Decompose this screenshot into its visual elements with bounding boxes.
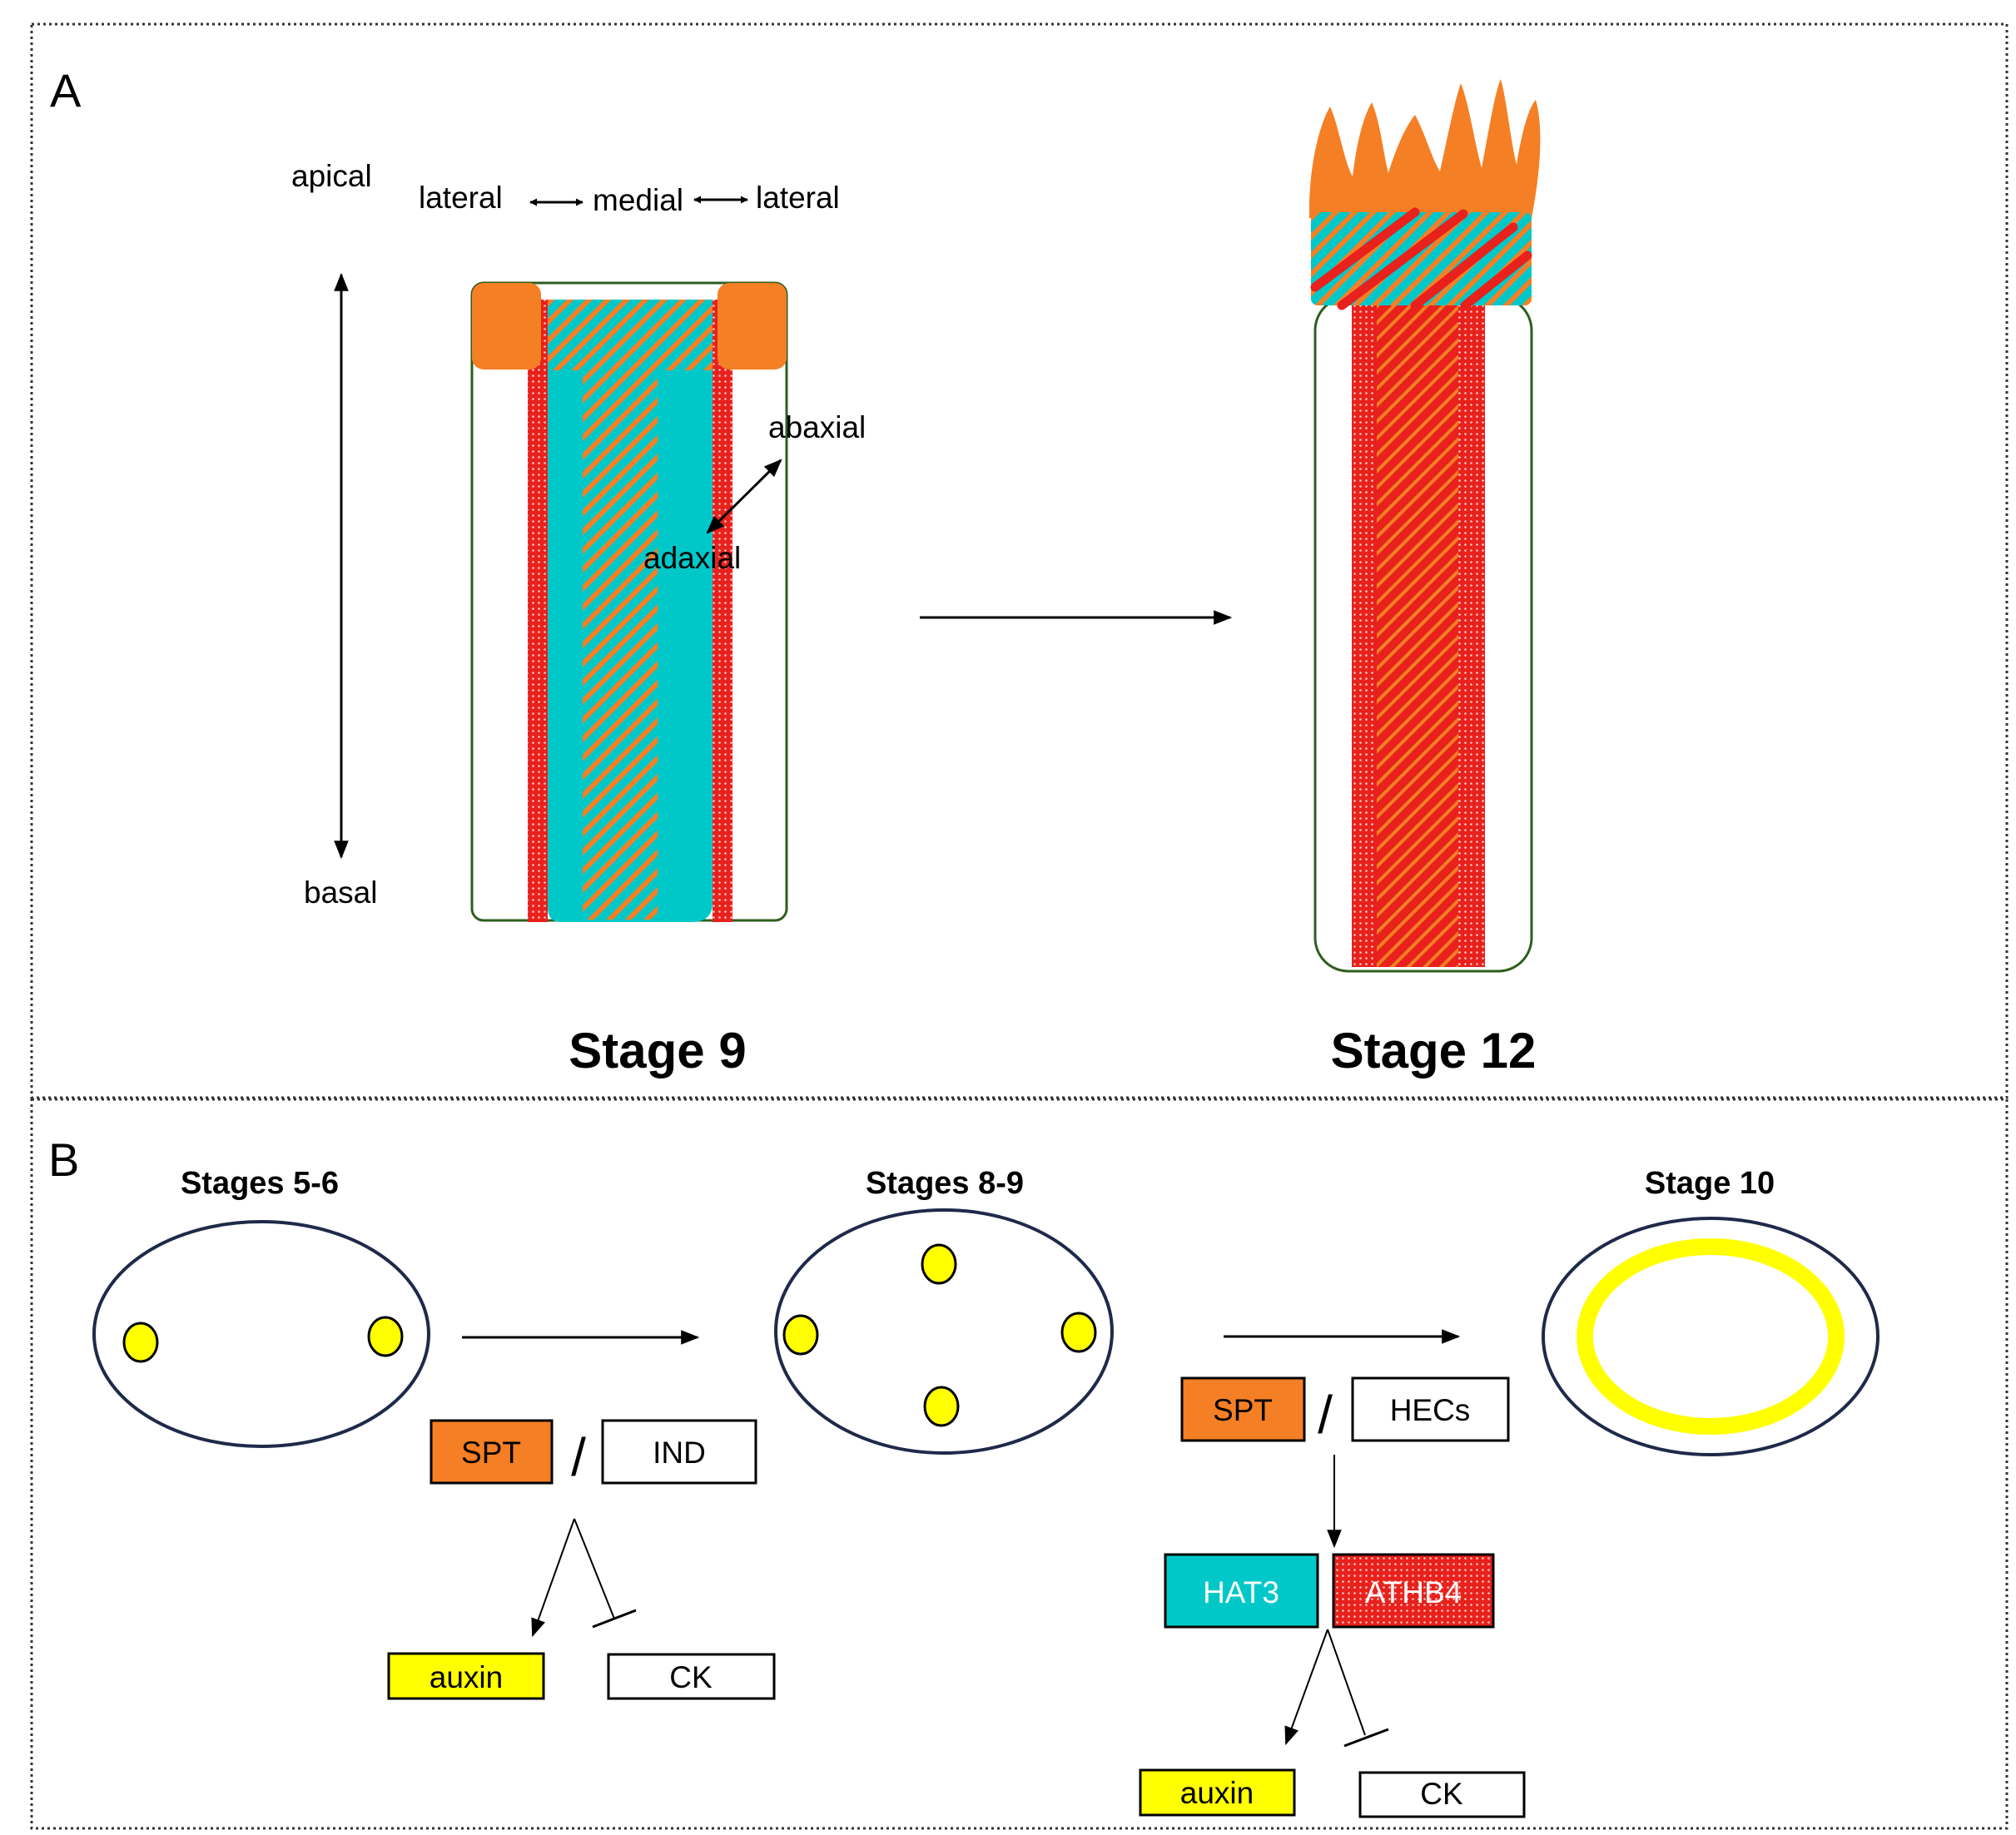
hecs-box	[1351, 1376, 1510, 1442]
stage9-right-stripe	[713, 300, 732, 922]
auxin-spot	[367, 1316, 404, 1357]
spt-box	[1180, 1376, 1306, 1442]
module-step1: SPT / IND auxin CK	[387, 1419, 776, 1700]
hat3-label: HAT3	[1203, 1575, 1279, 1609]
athb4-label: ATHB4	[1365, 1575, 1462, 1609]
auxin-spot	[122, 1322, 159, 1363]
lateral-right-label: lateral	[756, 181, 840, 215]
auxin-ring	[1577, 1238, 1845, 1435]
stage12-style-red-bands	[1310, 207, 1532, 310]
spt-label: SPT	[1213, 1393, 1273, 1427]
ck-label: CK	[1420, 1777, 1463, 1811]
auxin-spot	[782, 1314, 819, 1356]
repression-bar	[1343, 1728, 1389, 1748]
stage9-title: Stage 9	[569, 1023, 746, 1079]
stage12-center-hatch	[1373, 301, 1473, 967]
stage9-central-hatch	[583, 370, 658, 920]
auxin-box	[1139, 1768, 1296, 1817]
auxin-spot	[923, 1386, 960, 1427]
cross-section-stage-5-6	[92, 1220, 430, 1448]
panel-b-frame	[30, 1098, 2009, 1830]
repression-line	[1327, 1629, 1366, 1736]
stage12-stigma-papillae	[1308, 79, 1541, 218]
stage-10-title: Stage 10	[1645, 1166, 1775, 1201]
ind-label: IND	[653, 1436, 706, 1470]
hecs-label: HECs	[1390, 1393, 1471, 1427]
medial-label: medial	[593, 183, 683, 217]
cross-section-stage-10	[1542, 1217, 1879, 1456]
adaxial-label: adaxial	[643, 541, 741, 575]
lateral-left-label: lateral	[419, 181, 503, 215]
apical-label: apical	[291, 159, 372, 193]
spt-box	[430, 1419, 554, 1485]
auxin-label: auxin	[430, 1660, 503, 1694]
repression-line	[574, 1518, 615, 1619]
auxin-spot	[921, 1243, 957, 1285]
ck-label: CK	[669, 1660, 713, 1694]
stage12-left-stripe	[1352, 301, 1377, 967]
activation-arrow	[1284, 1629, 1328, 1746]
stage12-title: Stage 12	[1331, 1023, 1537, 1079]
stage12-right-stripe	[1458, 301, 1485, 967]
stage12-style-hatch	[1311, 212, 1532, 305]
ck-box	[1358, 1771, 1526, 1818]
panel-b-letter: B	[48, 1133, 79, 1186]
athb4-box	[1332, 1553, 1495, 1629]
abaxial-adaxial-arrow	[706, 459, 782, 534]
ck-box	[607, 1653, 776, 1700]
activation-arrow	[531, 1518, 575, 1638]
basal-label: basal	[304, 875, 377, 910]
auxin-box	[387, 1652, 545, 1700]
abaxial-label: abaxial	[768, 410, 866, 444]
stage9-apical-hatch	[548, 300, 713, 370]
stage9-right-cap	[718, 283, 787, 369]
stage12-gynoecium	[1308, 79, 1541, 973]
module-step2: SPT / HECs HAT3 ATHB4 auxin CK	[1139, 1376, 1526, 1818]
stage9-left-cap	[472, 283, 541, 369]
spt-label: SPT	[461, 1436, 521, 1470]
ind-box	[601, 1419, 757, 1485]
panel-a-letter: A	[50, 64, 82, 117]
auxin-label: auxin	[1180, 1776, 1254, 1810]
stage-5-6-title: Stages 5-6	[181, 1166, 339, 1201]
panel-a-frame	[30, 22, 2009, 1099]
complex-separator: /	[571, 1427, 586, 1487]
stage9-left-stripe	[528, 300, 548, 922]
cross-section-stage-8-9	[774, 1208, 1114, 1455]
stage-8-9-title: Stages 8-9	[866, 1166, 1024, 1201]
hat3-box	[1164, 1553, 1319, 1629]
repression-bar	[592, 1609, 637, 1629]
auxin-spot	[1060, 1312, 1097, 1353]
complex-separator: /	[1318, 1385, 1333, 1445]
stage9-gynoecium	[470, 281, 788, 922]
